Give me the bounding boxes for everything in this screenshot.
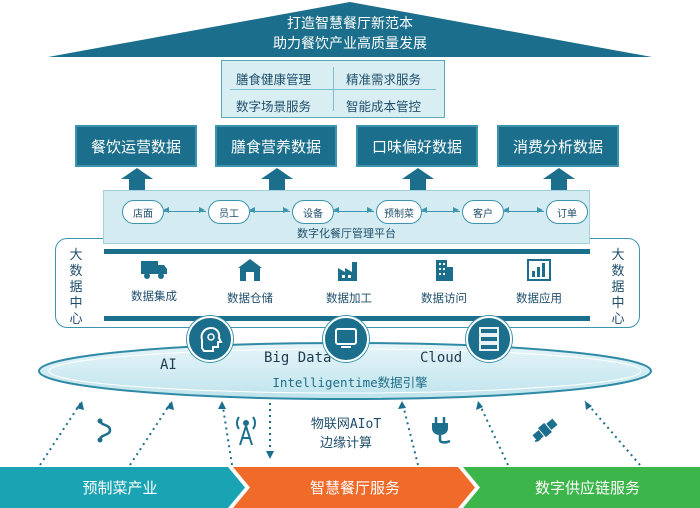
- dc-item-application: 数据应用: [494, 258, 584, 306]
- dotted-arrows: [39, 400, 641, 466]
- bottom-chevron-band: [0, 467, 700, 508]
- truck-icon: [141, 261, 167, 279]
- ai-label: AI: [160, 357, 177, 373]
- data-box-nutrition: 膳食营养数据: [215, 125, 337, 167]
- value-divider-v: [333, 67, 334, 111]
- plug-icon: [432, 417, 451, 444]
- dc-item-processing: 数据加工: [304, 258, 394, 306]
- management-platform: 店面 员工 设备 预制菜 客户 订单 数字化餐厅管理平台: [103, 190, 590, 244]
- iot-edge-label: 物联网AIoT 边缘计算: [300, 415, 392, 453]
- dc-item-label: 数据加工: [326, 291, 372, 305]
- data-box-operations: 餐饮运营数据: [75, 125, 197, 167]
- bidirectional-arrow: [334, 211, 374, 212]
- platform-title: 数字化餐厅管理平台: [297, 227, 396, 240]
- chart-icon: [527, 259, 551, 281]
- signal-tower-icon: [236, 416, 256, 446]
- bottom-labels: 预制菜产业 智慧餐厅服务 数字供应链服务: [0, 467, 700, 508]
- up-arrow-icon: [121, 168, 153, 190]
- up-arrow-icon: [543, 168, 575, 190]
- data-center-label-left: 大数据中心: [69, 248, 83, 327]
- bidirectional-arrow: [164, 211, 206, 212]
- data-center-band-top: [104, 249, 590, 254]
- node-store: 店面: [122, 200, 164, 224]
- dc-item-label: 数据集成: [131, 289, 177, 303]
- bottom-prepared-food: 预制菜产业: [82, 479, 158, 497]
- up-arrow-icon: [261, 168, 293, 190]
- cloud-label: Cloud: [420, 350, 463, 366]
- server-icon: [466, 316, 512, 362]
- warehouse-icon: [238, 259, 262, 281]
- node-prepared-food: 预制菜: [376, 200, 422, 224]
- big-data-label: Big Data: [264, 350, 332, 366]
- value-item: 数字场景服务: [236, 99, 312, 114]
- bidirectional-arrow: [422, 211, 460, 212]
- roof-title-line1: 打造智慧餐厅新范本: [287, 16, 413, 32]
- roof-title-line2: 助力餐饮产业高质量发展: [273, 36, 427, 52]
- connector-arrowheads: [163, 207, 543, 213]
- data-box-taste: 口味偏好数据: [356, 125, 478, 167]
- node-order: 订单: [546, 200, 588, 224]
- connector-icon: [97, 418, 112, 443]
- monitor-icon: [323, 316, 369, 362]
- iot-line1: 物联网AIoT: [310, 417, 382, 432]
- up-arrow-icon: [402, 168, 434, 190]
- engine-label: Intelligentime数据引擎: [272, 375, 428, 390]
- value-item: 膳食健康管理: [236, 72, 312, 87]
- dc-item-label: 数据应用: [516, 291, 562, 305]
- value-item: 智能成本管控: [346, 99, 422, 114]
- value-item: 精准需求服务: [346, 72, 422, 87]
- node-equipment: 设备: [292, 200, 334, 224]
- node-customer: 客户: [462, 200, 504, 224]
- roof-banner: [48, 2, 652, 57]
- iot-line2: 边缘计算: [319, 436, 372, 451]
- dc-item-integration: 数据集成: [109, 258, 199, 304]
- bidirectional-arrow: [250, 211, 290, 212]
- bottom-smart-restaurant: 智慧餐厅服务: [309, 479, 400, 497]
- bottom-supply-chain: 数字供应链服务: [534, 479, 640, 497]
- dc-item-access: 数据访问: [399, 258, 489, 306]
- bidirectional-arrow: [504, 211, 544, 212]
- building-icon: [436, 260, 453, 281]
- data-box-consumption: 消费分析数据: [497, 125, 619, 167]
- dc-item-label: 数据访问: [421, 291, 467, 305]
- node-staff: 员工: [208, 200, 250, 224]
- data-center-label-right: 大数据中心: [611, 248, 625, 327]
- factory-icon: [338, 262, 357, 281]
- value-box: 膳食健康管理 精准需求服务 数字场景服务 智能成本管控: [221, 60, 445, 118]
- ai-head-icon: [187, 316, 233, 362]
- dc-item-label: 数据仓储: [227, 291, 273, 305]
- dc-item-storage: 数据仓储: [205, 258, 295, 306]
- satellite-icon: [532, 418, 558, 442]
